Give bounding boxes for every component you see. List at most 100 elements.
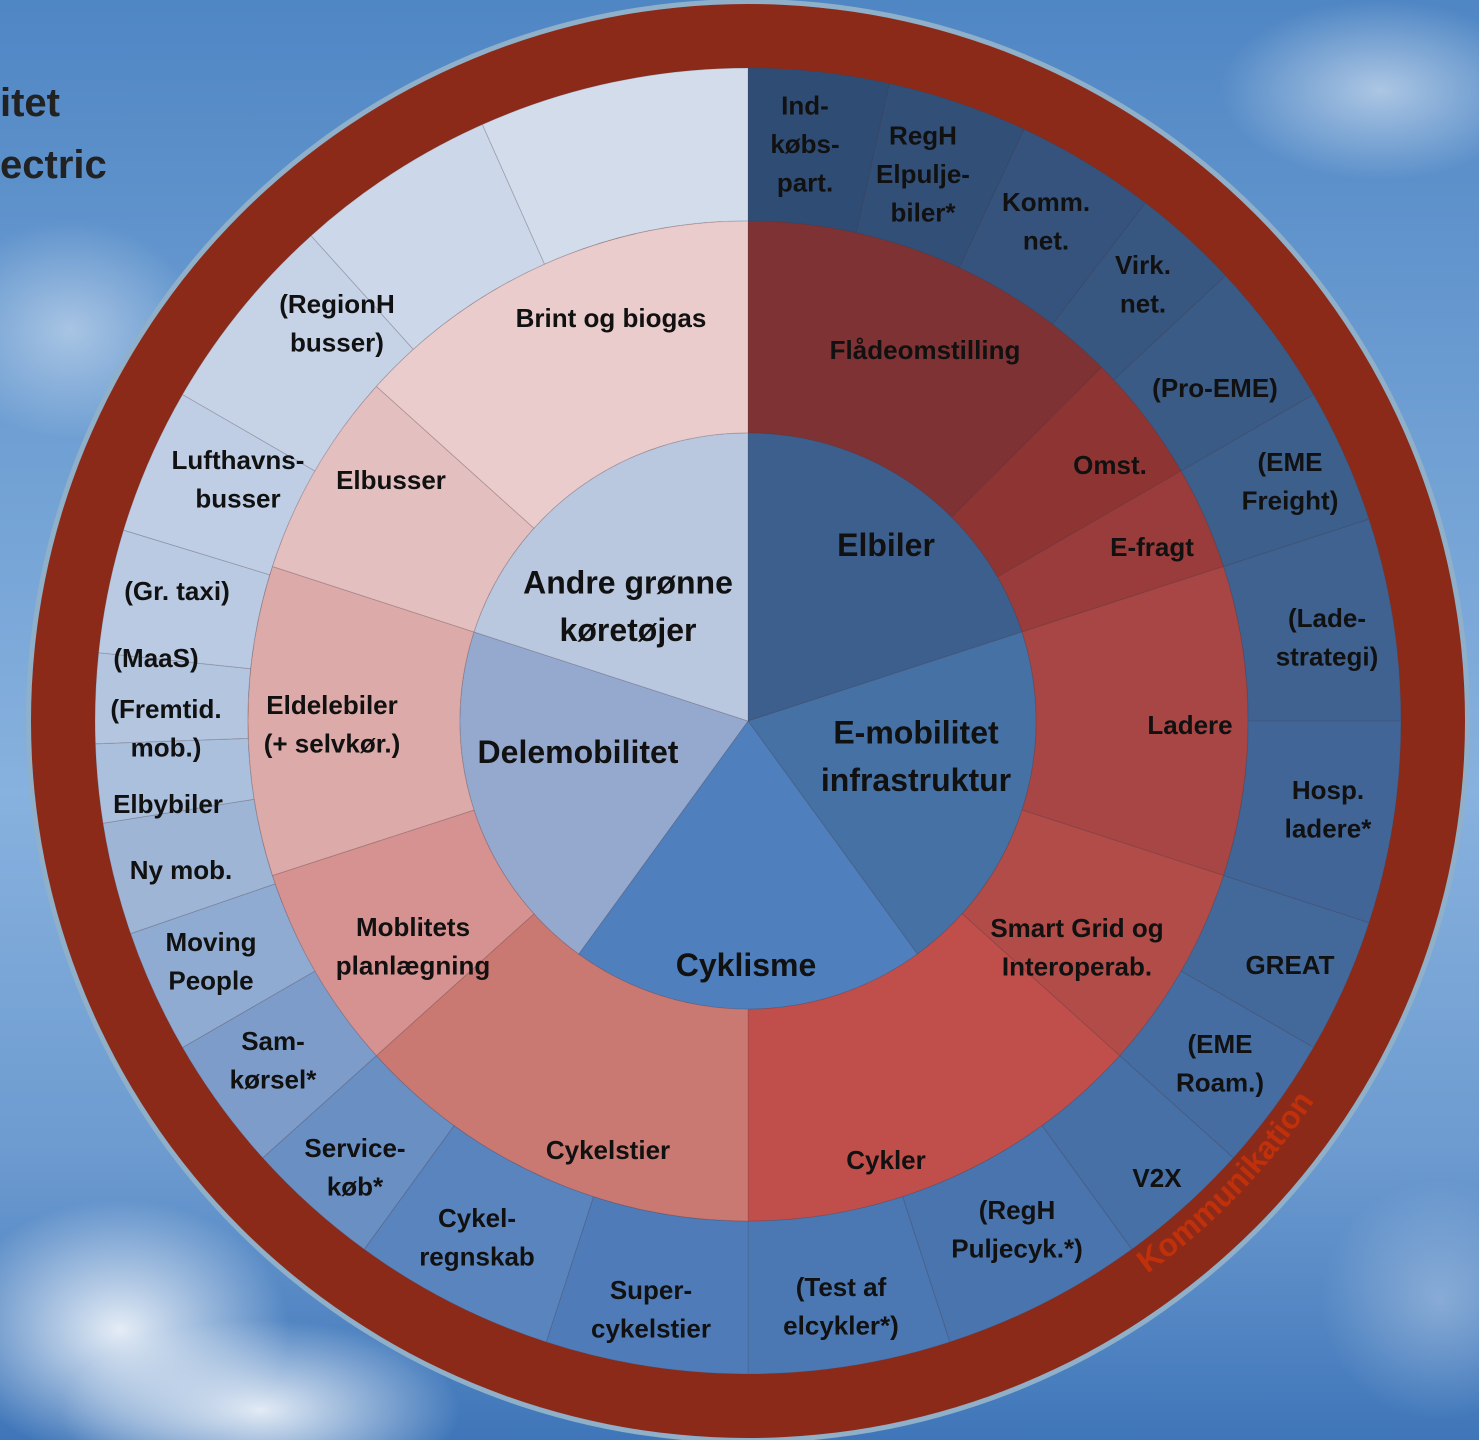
outer-segment-regionh-busser-label: (RegionH busser)	[279, 289, 395, 357]
core-segment-e-mobilitet-infrastruktur-label-line: infrastruktur	[821, 762, 1011, 798]
core-segment-andre-gr-nne-k-ret-jer-label-line: køretøjer	[560, 612, 697, 648]
outer-segment-lufthavns-busser-label-line: Lufthavns-	[172, 445, 305, 475]
partial-title-line-2: ectric	[0, 143, 107, 187]
outer-segment-ind-k-bs-part-label-line: købs-	[770, 129, 839, 159]
middle-segment-cykelstier-label-line: Cykelstier	[546, 1135, 670, 1165]
outer-segment-service-k-b-label-line: Service-	[304, 1133, 405, 1163]
outer-segment-gr-taxi-label-line: (Gr. taxi)	[124, 576, 229, 606]
outer-segment-elbybiler-label-line: Elbybiler	[113, 789, 223, 819]
outer-segment-regionh-busser-label-line: busser)	[290, 327, 384, 357]
outer-segment-sam-k-rsel-label: Sam-kørsel*	[230, 1026, 318, 1094]
outer-segment-fremtid-mob-label: (Fremtid.mob.)	[110, 694, 221, 762]
middle-segment-cykler-label-line: Cykler	[846, 1145, 926, 1175]
outer-segment-eme-freight-label-line: Freight)	[1242, 485, 1339, 515]
middle-segment-fla-deomstilling-label-line: Flådeomstilling	[830, 335, 1021, 365]
outer-segment-hosp-ladere-label: Hosp. ladere*	[1285, 775, 1373, 843]
middle-segment-smart-grid-og-interoperab-label: Smart Grid og Interoperab.	[990, 913, 1163, 981]
outer-segment-ind-k-bs-part-label: Ind-købs-part.	[770, 91, 839, 198]
middle-segment-cykler-label: Cykler	[846, 1145, 926, 1175]
outer-segment-gr-taxi-label: (Gr. taxi)	[124, 576, 229, 606]
middle-segment-ladere-label: Ladere	[1147, 710, 1232, 740]
middle-segment-eldelebiler-selvk-r-label-line: Eldelebiler	[266, 690, 398, 720]
outer-segment-pro-eme-label: (Pro-EME)	[1152, 373, 1278, 403]
outer-segment-lade-strategi-label-line: (Lade-	[1288, 603, 1366, 633]
outer-segment-regh-puljecyk-label-line: Puljecyk.*)	[951, 1233, 1083, 1263]
outer-segment-virk-net-label-line: net.	[1120, 288, 1166, 318]
outer-segment-ny-mob-label: Ny mob.	[130, 855, 233, 885]
middle-segment-elbusser-label: Elbusser	[336, 465, 446, 495]
outer-segment-eme-freight-label-line: (EME	[1258, 447, 1323, 477]
outer-segment-v2x-label: V2X	[1132, 1163, 1182, 1193]
outer-segment-super-cykelstier-label-line: Super-	[610, 1275, 692, 1305]
middle-segment-e-fragt-label-line: E-fragt	[1110, 532, 1194, 562]
outer-segment-lufthavns-busser-label: Lufthavns-busser	[172, 445, 305, 513]
core-segment-elbiler-label: Elbiler	[837, 527, 935, 563]
outer-segment-super-cykelstier-label: Super-cykelstier	[591, 1275, 711, 1343]
outer-segment-ind-k-bs-part-label-line: part.	[777, 168, 833, 198]
outer-segment-eme-roam-label-line: (EME	[1188, 1029, 1253, 1059]
middle-segment-smart-grid-og-interoperab-label-line: Interoperab.	[1002, 951, 1152, 981]
outer-segment-regh-elpulje-biler-label-line: RegH	[889, 121, 957, 151]
outer-segment-service-k-b-label: Service-køb*	[304, 1133, 405, 1201]
outer-segment-v2x-label-line: V2X	[1132, 1163, 1182, 1193]
outer-segment-regionh-busser-label-line: (RegionH	[279, 289, 395, 319]
outer-segment-super-cykelstier-label-line: cykelstier	[591, 1313, 711, 1343]
core-segment-cyklisme-label-line: Cyklisme	[676, 947, 817, 983]
outer-segment-pro-eme-label-line: (Pro-EME)	[1152, 373, 1278, 403]
middle-segment-omst-label: Omst.	[1073, 450, 1147, 480]
outer-segment-virk-net-label: Virk.net.	[1115, 250, 1171, 318]
outer-segment-test-af-elcykler-label-line: (Test af	[796, 1272, 887, 1302]
partial-title: itet ectric	[0, 72, 140, 196]
outer-segment-komm-net-label-line: net.	[1023, 225, 1069, 255]
outer-segment-eme-freight-label: (EME Freight)	[1242, 447, 1339, 515]
outer-segment-fremtid-mob-label-line: mob.)	[131, 732, 202, 762]
outer-segment-service-k-b-label-line: køb*	[327, 1171, 384, 1201]
core-segment-elbiler-label-line: Elbiler	[837, 527, 935, 563]
outer-segment-ny-mob	[102, 798, 276, 935]
outer-segment-great-label: GREAT	[1245, 950, 1334, 980]
outer-segment-sam-k-rsel-label-line: kørsel*	[230, 1064, 318, 1094]
middle-segment-fla-deomstilling-label: Flådeomstilling	[830, 335, 1021, 365]
outer-segment-elbybiler-label: Elbybiler	[113, 789, 223, 819]
outer-segment-lade-strategi-label: (Lade-strategi)	[1276, 603, 1379, 671]
core-segment-e-mobilitet-infrastruktur	[747, 631, 1037, 955]
outer-segment-maas-label: (MaaS)	[113, 643, 198, 673]
outer-segment-regh-elpulje-biler-label-line: Elpulje-	[876, 159, 970, 189]
middle-segment-smart-grid-og-interoperab-label-line: Smart Grid og	[990, 913, 1163, 943]
outer-segment-cykel-regnskab-label-line: regnskab	[419, 1241, 535, 1271]
outer-segment-hosp-ladere-label-line: Hosp.	[1292, 775, 1364, 805]
outer-segment-ind-k-bs-part-label-line: Ind-	[781, 91, 829, 121]
outer-segment-sam-k-rsel-label-line: Sam-	[241, 1026, 305, 1056]
core-segment-cyklisme	[578, 720, 918, 1010]
middle-segment-eldelebiler-selvk-r-label: Eldelebiler(+ selvkør.)	[264, 690, 401, 758]
core-segment-andre-gr-nne-k-ret-jer-label-line: Andre grønne	[523, 565, 733, 601]
outer-segment-eme-roam-label-line: Roam.)	[1176, 1067, 1264, 1097]
outer-segment-ny-mob-label-line: Ny mob.	[130, 855, 233, 885]
middle-segment-elbusser-label-line: Elbusser	[336, 465, 446, 495]
partial-title-line-1: itet	[0, 81, 60, 125]
outer-segment-maas-label-line: (MaaS)	[113, 643, 198, 673]
core-segment-andre-gr-nne-k-ret-jer-label: Andre grønne køretøjer	[523, 565, 733, 648]
core-segment-delemobilitet	[459, 631, 749, 955]
outer-segment-komm-net-label-line: Komm.	[1002, 187, 1090, 217]
middle-segment-moblitets-planl-gning-label-line: planlægning	[336, 950, 491, 980]
core-segment-cyklisme-label: Cyklisme	[676, 947, 817, 983]
core-segments	[459, 432, 1037, 1010]
middle-segment-cykelstier-label: Cykelstier	[546, 1135, 670, 1165]
outer-segment-eme-roam-label: (EME Roam.)	[1176, 1029, 1264, 1097]
outer-segment-komm-net-label: Komm. net.	[1002, 187, 1090, 255]
outer-segment-cykel-regnskab-label-line: Cykel-	[438, 1203, 516, 1233]
middle-segment-e-fragt-label: E-fragt	[1110, 532, 1194, 562]
middle-ring-segments	[247, 220, 1249, 1222]
outer-segment-lufthavns-busser-label-line: busser	[195, 483, 280, 513]
middle-segment-brint-og-biogas-label: Brint og biogas	[516, 303, 707, 333]
outer-segment-hosp-ladere-label-line: ladere*	[1285, 813, 1373, 843]
outer-segment-moving-people-label-line: People	[168, 965, 253, 995]
core-segment-elbiler	[747, 432, 1023, 722]
